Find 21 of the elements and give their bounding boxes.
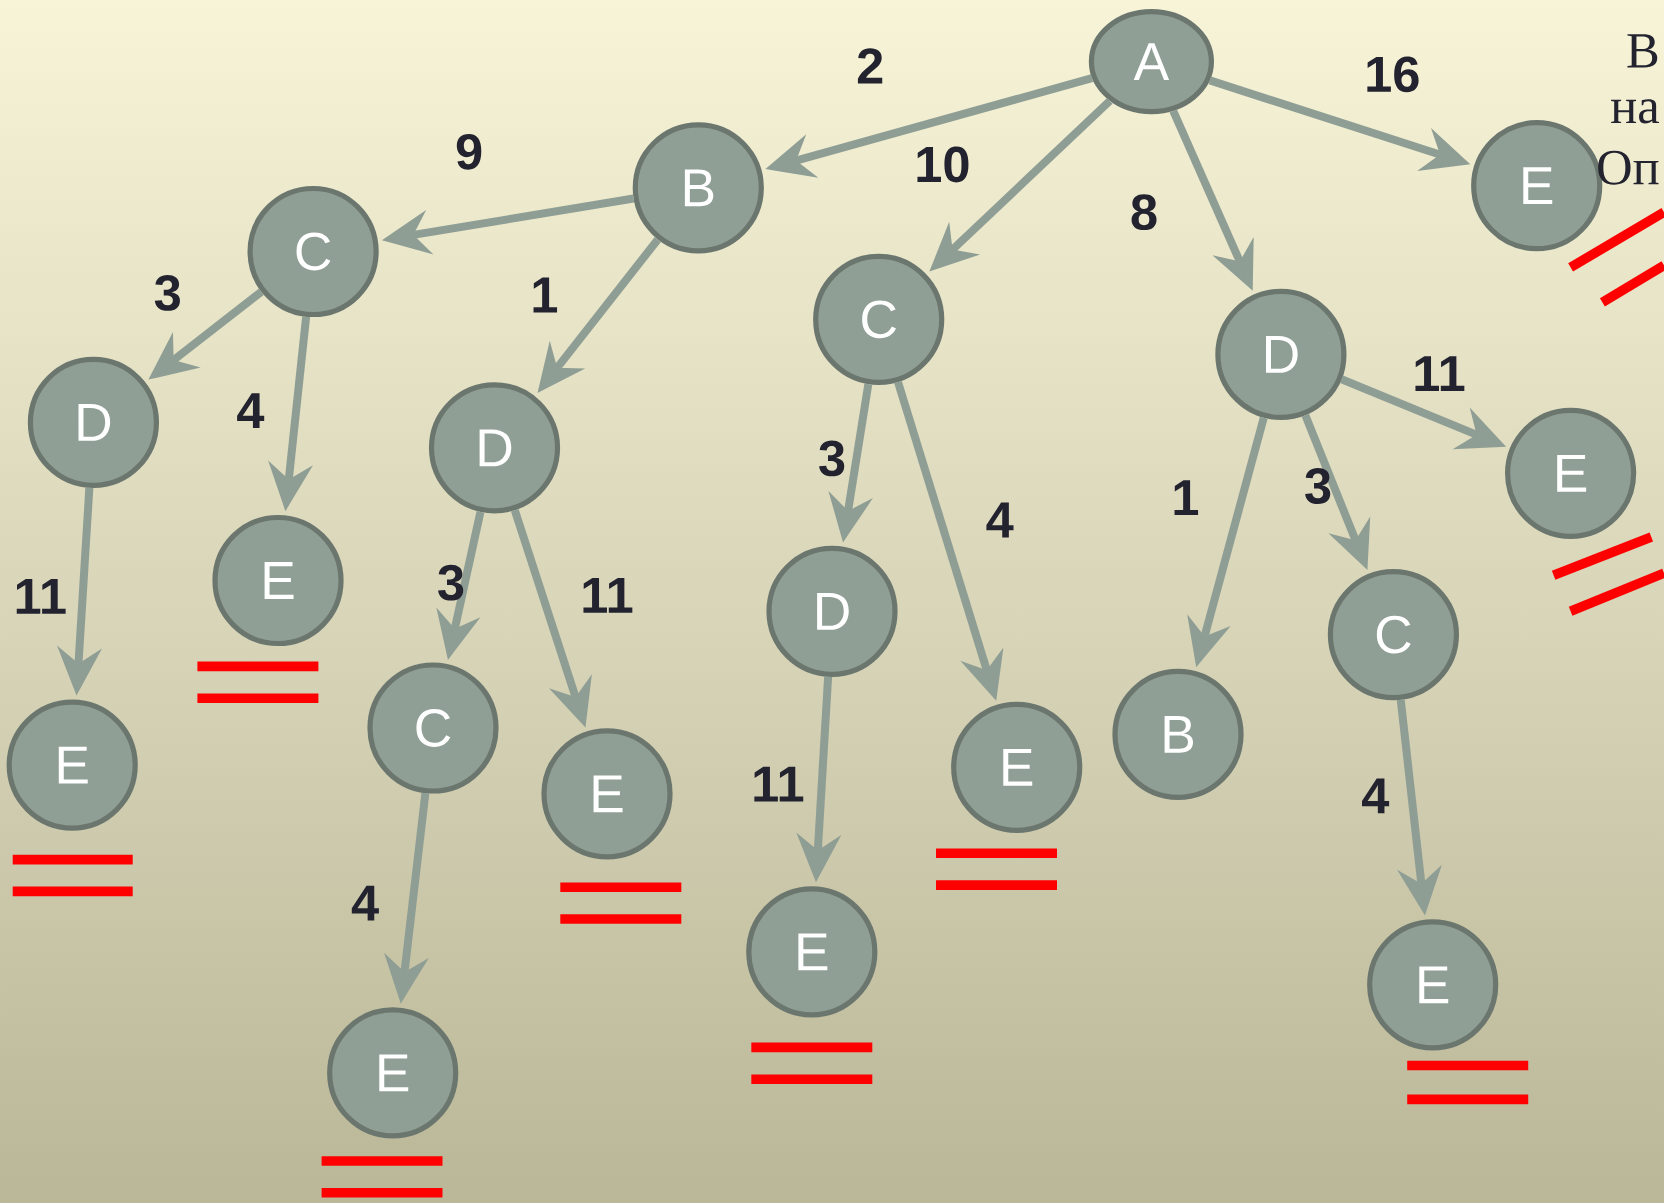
edge-label: 1 [533, 277, 558, 313]
text-fragment: на [1611, 99, 1659, 124]
edge-label: 11 [754, 766, 804, 802]
edge-label: 4 [1362, 778, 1390, 814]
edge-label: 1 [1174, 480, 1199, 516]
edge-label: 11 [583, 577, 633, 613]
edge-label: 10 [917, 146, 969, 183]
edge-label: 8 [1131, 194, 1157, 231]
edge-label: 11 [16, 579, 66, 614]
edge-label: 9 [456, 133, 482, 170]
edge-label: 16 [1367, 56, 1419, 93]
edge-label: 11 [1415, 356, 1465, 391]
edge-label: 4 [351, 885, 379, 921]
edge-label: 3 [1305, 468, 1331, 504]
edge-label: 3 [154, 274, 180, 311]
text-fragment: В [1627, 34, 1658, 68]
edge-label: 2 [857, 48, 883, 84]
edge-label: 4 [986, 502, 1014, 538]
edge-label: 4 [237, 393, 265, 429]
edge-label: 3 [438, 564, 464, 601]
edge-label: 3 [819, 440, 845, 477]
